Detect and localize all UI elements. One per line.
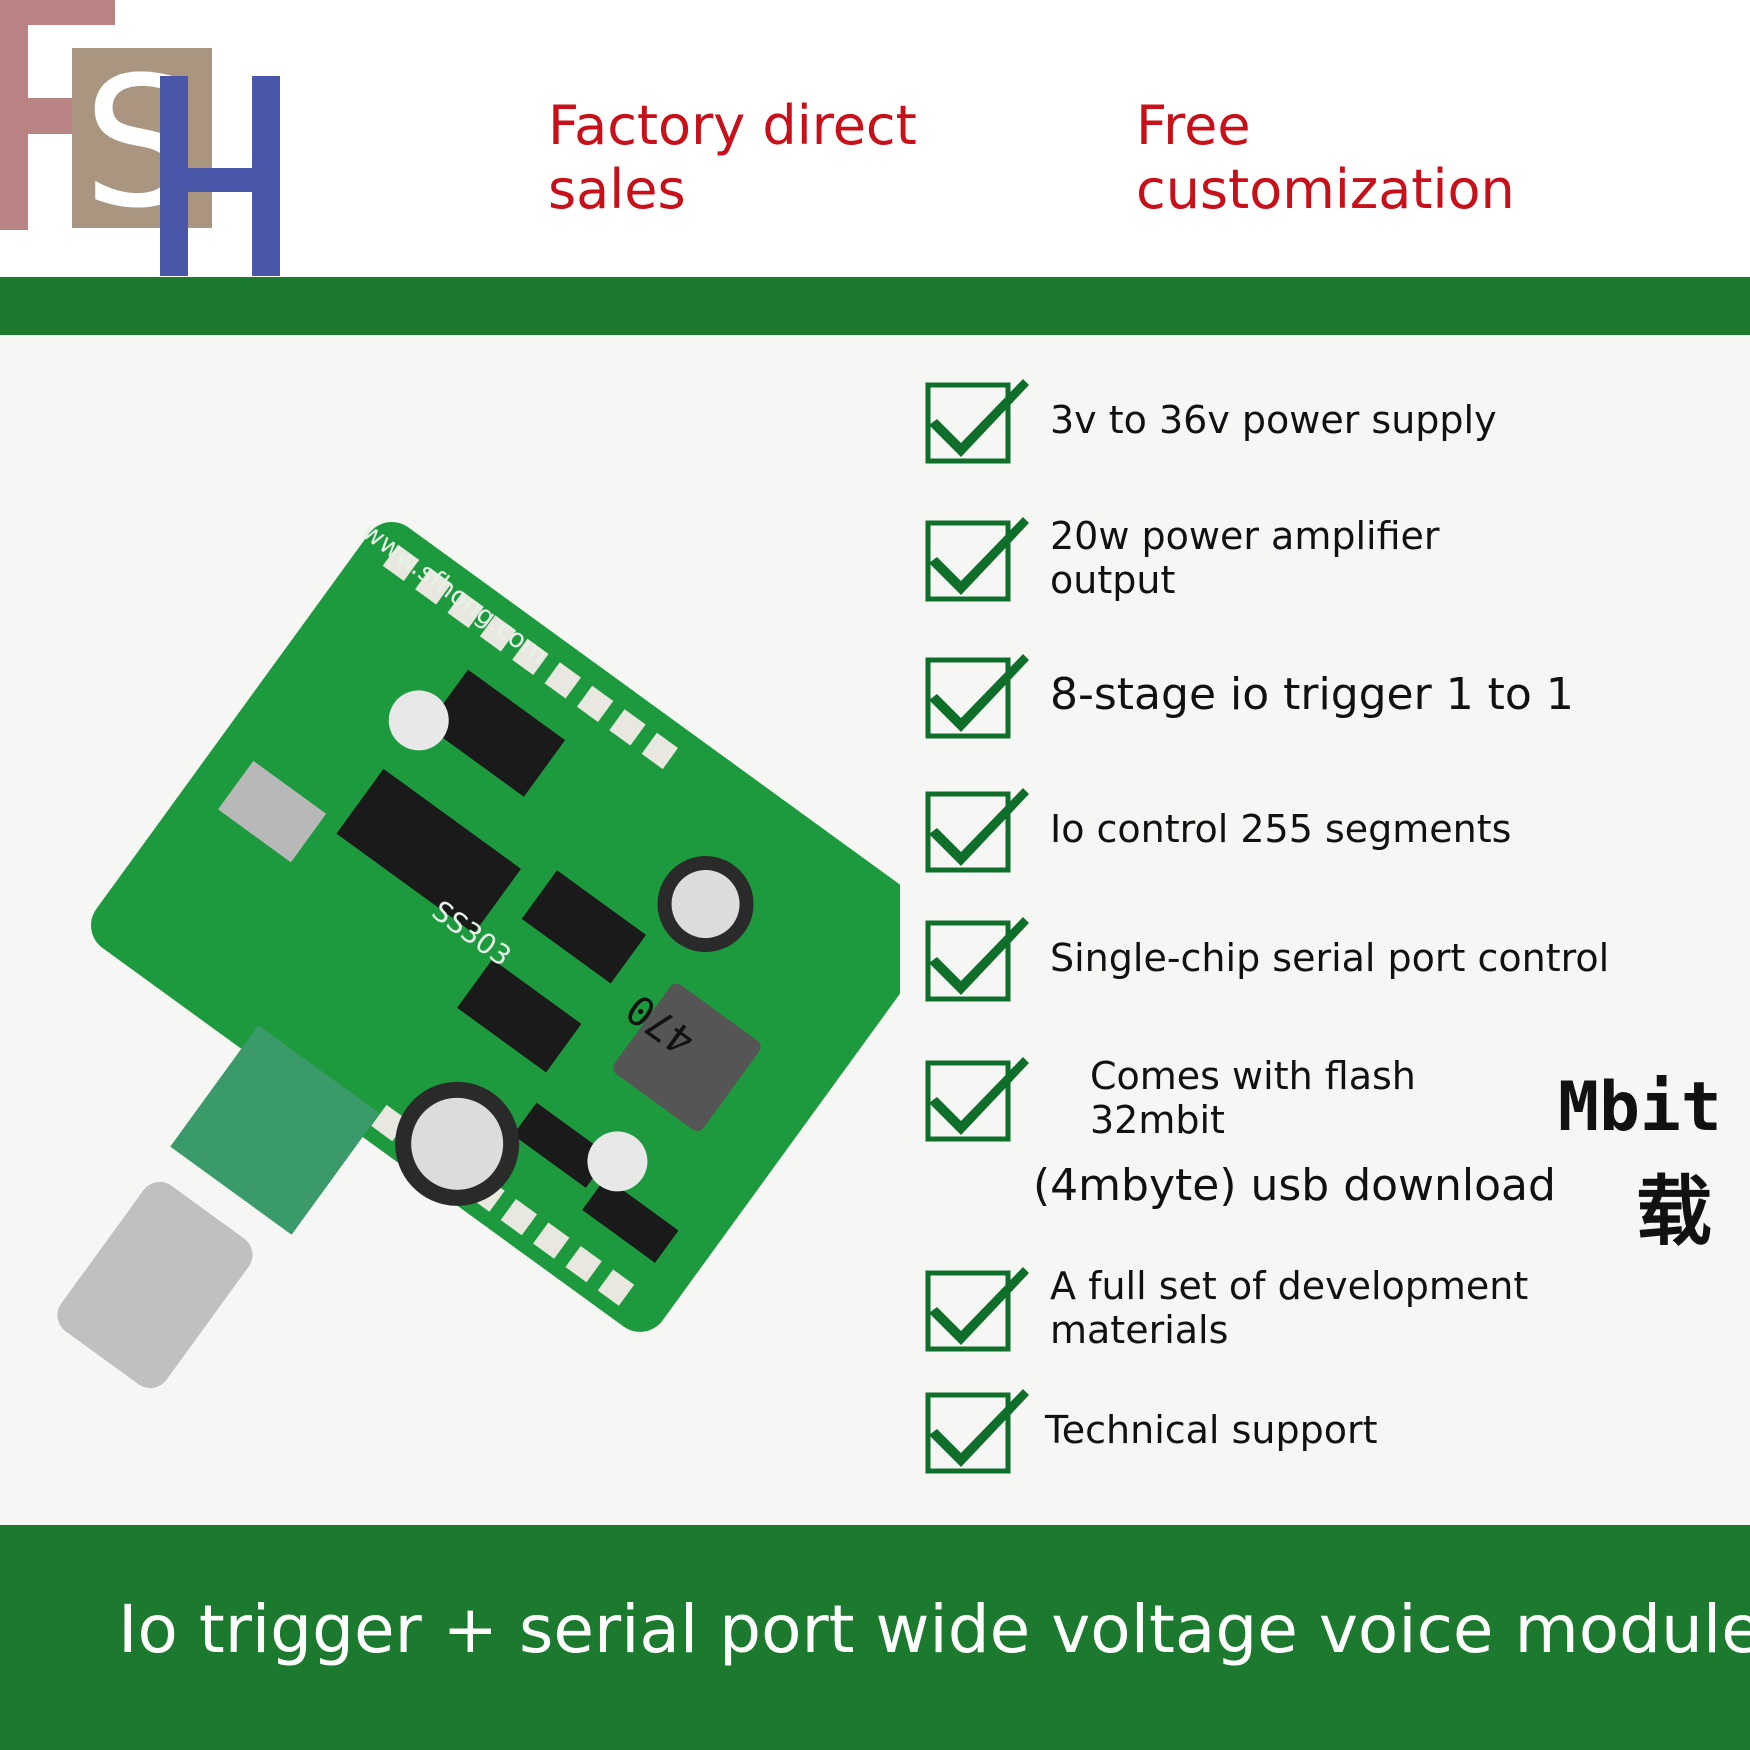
feature-text: A full set of development materials: [1050, 1264, 1529, 1352]
footer-title: Io trigger + serial port wide voltage vo…: [118, 1591, 1750, 1668]
checkmark-icon: [925, 654, 1029, 739]
feature-text: Technical support: [1045, 1408, 1378, 1452]
checkmark-icon: [925, 917, 1029, 1002]
feature-text: Single-chip serial port control: [1050, 936, 1610, 980]
feature-item: Single-chip serial port control: [925, 913, 1750, 1003]
feature-text: Io control 255 segments: [1050, 807, 1512, 851]
checkmark-icon: [925, 517, 1029, 602]
checkmark-icon: [925, 1389, 1029, 1474]
pcb-board-photo: www.sfhong.com SS303 470: [57, 516, 900, 1389]
slogan-factory-direct: Factory direct sales: [548, 94, 917, 221]
checkmark-icon: [925, 788, 1029, 873]
feature-item: Comes with flash 32mbit: [925, 1053, 1750, 1143]
feature-item: 8-stage io trigger 1 to 1: [925, 650, 1750, 740]
fsh-logo: S: [0, 0, 280, 276]
feature-item: 3v to 36v power supply: [925, 375, 1750, 465]
product-area: www.sfhong.com SS303 470 3v to 36v power…: [0, 335, 1750, 1525]
feature-item: Technical support: [925, 1385, 1750, 1475]
slogan-free-customization: Free customization: [1136, 94, 1515, 221]
header: S Factory direct sales Free customizatio…: [0, 0, 1750, 277]
checkmark-icon: [925, 1267, 1029, 1352]
checkmark-icon: [925, 1057, 1029, 1142]
feature-item: 20w power amplifier output: [925, 513, 1750, 603]
mbit-label: Mbit: [1558, 1068, 1722, 1147]
feature-text: 8-stage io trigger 1 to 1: [1050, 669, 1574, 720]
feature-text: Comes with flash 32mbit: [1090, 1054, 1416, 1142]
checkmark-icon: [925, 379, 1029, 464]
top-green-band: [0, 277, 1750, 335]
download-glyph: 载: [1636, 1167, 1712, 1256]
feature-item: A full set of development materials: [925, 1263, 1750, 1353]
feature-text: 3v to 36v power supply: [1050, 398, 1497, 442]
flash-download-text: (4mbyte) usb download: [1033, 1160, 1556, 1211]
footer-band: Io trigger + serial port wide voltage vo…: [0, 1525, 1750, 1750]
feature-item: Io control 255 segments: [925, 784, 1750, 874]
feature-text: 20w power amplifier output: [1050, 514, 1440, 602]
